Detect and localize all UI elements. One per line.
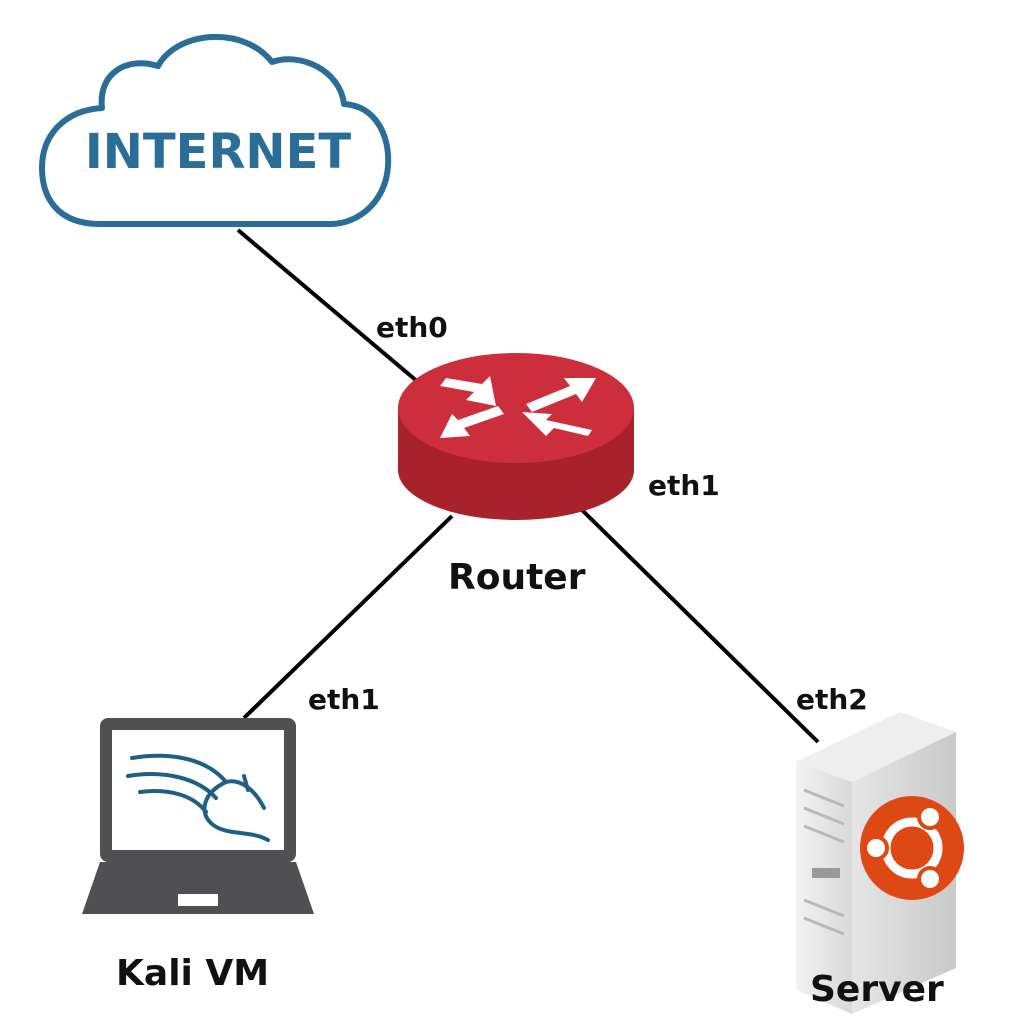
link-router-kali (242, 514, 454, 720)
port-label-eth0: eth0 (376, 311, 448, 344)
server-icon (796, 712, 964, 1014)
router-label: Router (448, 557, 586, 598)
router-arrows-icon (440, 376, 596, 438)
laptop-icon (82, 718, 314, 914)
server-label: Server (810, 969, 944, 1010)
internet-label: INTERNET (84, 124, 352, 180)
port-label-kali-eth1: eth1 (308, 683, 380, 716)
link-internet-router (236, 228, 420, 384)
router-icon (398, 353, 634, 520)
port-label-router-eth1: eth1 (648, 469, 720, 502)
cloud-icon (39, 33, 392, 227)
kali-vm-label: Kali VM (116, 953, 270, 994)
ubuntu-logo-icon (860, 796, 964, 900)
link-router-server (580, 508, 820, 744)
port-label-eth2: eth2 (796, 683, 868, 716)
kali-dragon-icon (126, 753, 270, 842)
